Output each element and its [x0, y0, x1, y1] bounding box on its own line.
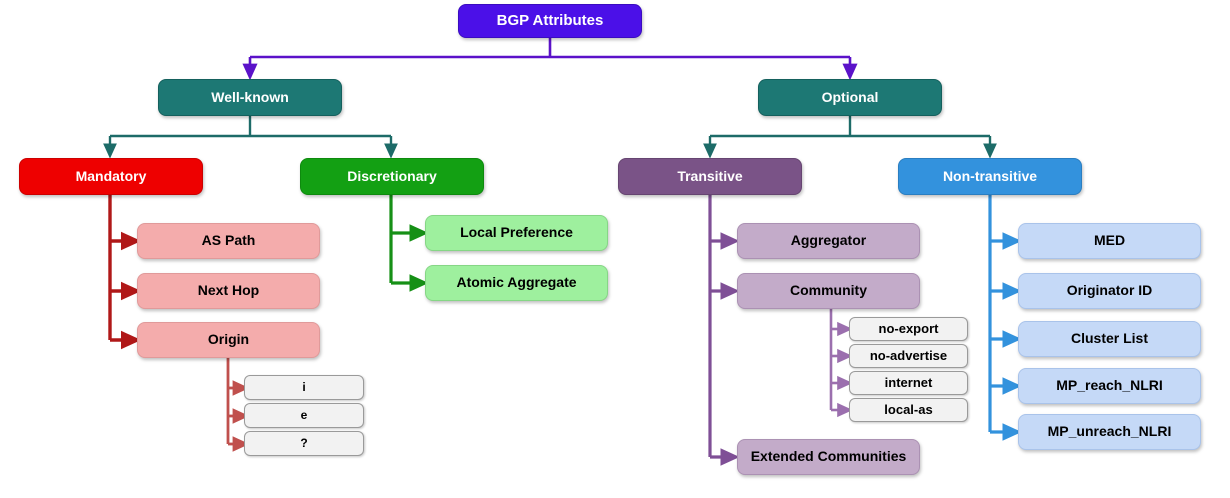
edge-wellknown-to-children — [103, 116, 398, 159]
edge-nontransitive-to-children — [988, 195, 1022, 441]
node-origin[interactable]: Origin — [137, 322, 320, 358]
edge-community-to-children — [829, 309, 853, 418]
node-origin-incomplete[interactable]: ? — [244, 431, 364, 456]
node-mandatory[interactable]: Mandatory — [19, 158, 203, 195]
node-bgp-attributes[interactable]: BGP Attributes — [458, 4, 642, 38]
node-cluster-list[interactable]: Cluster List — [1018, 321, 1201, 357]
node-as-path[interactable]: AS Path — [137, 223, 320, 259]
node-mp-unreach-nlri[interactable]: MP_unreach_NLRI — [1018, 414, 1201, 450]
node-med[interactable]: MED — [1018, 223, 1201, 259]
node-community[interactable]: Community — [737, 273, 920, 309]
node-no-advertise[interactable]: no-advertise — [849, 344, 968, 368]
edge-discretionary-to-children — [389, 195, 429, 292]
node-internet[interactable]: internet — [849, 371, 968, 395]
node-origin-i[interactable]: i — [244, 375, 364, 400]
node-aggregator[interactable]: Aggregator — [737, 223, 920, 259]
edge-transitive-to-children — [708, 195, 740, 466]
node-originator-id[interactable]: Originator ID — [1018, 273, 1201, 309]
node-well-known[interactable]: Well-known — [158, 79, 342, 116]
node-local-preference[interactable]: Local Preference — [425, 215, 608, 251]
edge-origin-to-children — [226, 358, 250, 452]
node-non-transitive[interactable]: Non-transitive — [898, 158, 1082, 195]
node-local-as[interactable]: local-as — [849, 398, 968, 422]
node-transitive[interactable]: Transitive — [618, 158, 802, 195]
node-discretionary[interactable]: Discretionary — [300, 158, 484, 195]
node-atomic-aggregate[interactable]: Atomic Aggregate — [425, 265, 608, 301]
node-origin-e[interactable]: e — [244, 403, 364, 428]
node-no-export[interactable]: no-export — [849, 317, 968, 341]
node-optional[interactable]: Optional — [758, 79, 942, 116]
node-mp-reach-nlri[interactable]: MP_reach_NLRI — [1018, 368, 1201, 404]
edge-optional-to-children — [703, 116, 997, 159]
edge-mandatory-to-children — [108, 195, 142, 350]
node-next-hop[interactable]: Next Hop — [137, 273, 320, 309]
node-extended-communities[interactable]: Extended Communities — [737, 439, 920, 475]
edge-root-to-level1 — [242, 37, 858, 81]
